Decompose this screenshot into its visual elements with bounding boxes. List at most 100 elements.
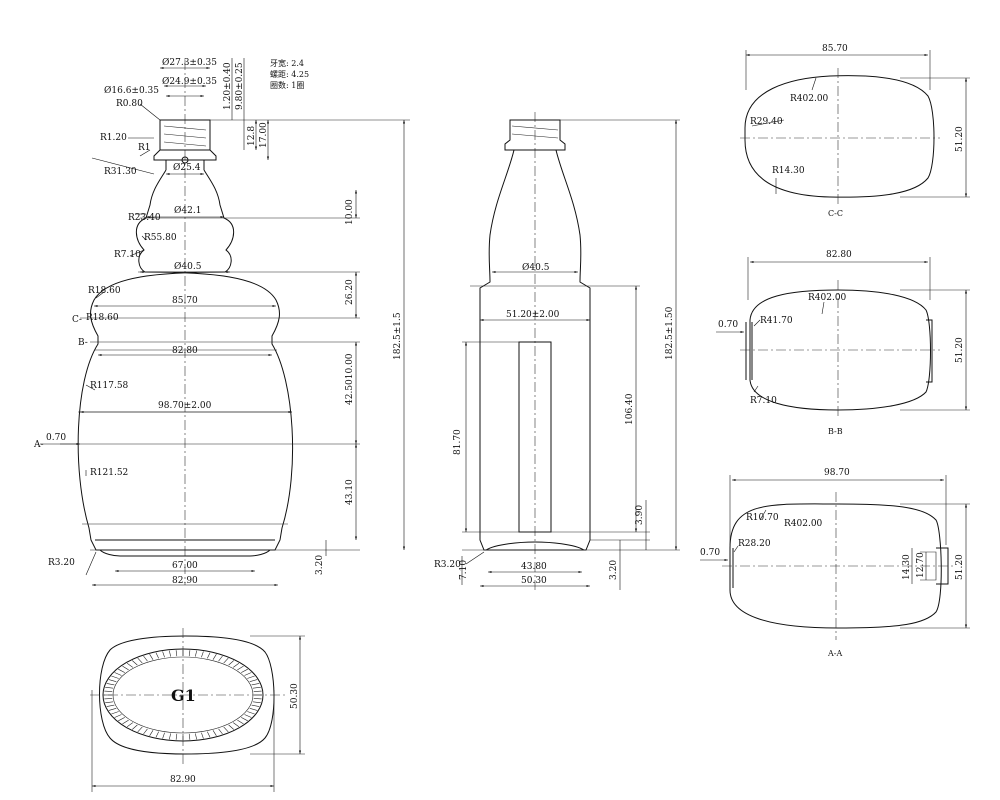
aa-s1: 14.30 bbox=[902, 554, 912, 580]
knurl-tick bbox=[188, 733, 191, 740]
d-bore: Ø16.6±0.35 bbox=[104, 85, 159, 96]
section-bb bbox=[716, 257, 970, 418]
cc-r3: R14.30 bbox=[772, 166, 805, 176]
base-knurling bbox=[104, 650, 262, 740]
knurl-tick bbox=[244, 672, 252, 676]
side-h-710: 7.10 bbox=[459, 560, 469, 580]
dim-10: 10.00 bbox=[345, 199, 355, 225]
sec-c-label: C- bbox=[72, 315, 82, 325]
knurl-tick bbox=[249, 679, 258, 682]
knurl-tick bbox=[118, 717, 125, 722]
knurl-tick bbox=[155, 731, 159, 738]
aa-h: 51.20 bbox=[955, 554, 965, 580]
aa-s2: 12.70 bbox=[916, 552, 926, 578]
r-middle: R55.80 bbox=[144, 233, 177, 243]
knurl-tick bbox=[237, 719, 244, 725]
bb-h: 51.20 bbox=[955, 337, 965, 363]
knurl-tick bbox=[212, 730, 217, 736]
front-view-labels: Ø27.3±0.35 Ø24.9±0.35 Ø16.6±0.35 R0.80 R… bbox=[33, 57, 403, 586]
bb-w: 82.80 bbox=[826, 250, 852, 260]
knurl-tick bbox=[108, 708, 117, 711]
dim-h4: 17.00 bbox=[259, 122, 269, 148]
sec-b-label: B- bbox=[78, 338, 88, 348]
knurl-tick bbox=[218, 655, 223, 662]
knurl-tick bbox=[143, 728, 148, 735]
r-shoulder1: R18.60 bbox=[88, 286, 121, 296]
knurl-tick bbox=[105, 701, 114, 704]
bottom-view-labels: G1 50.30 82.90 bbox=[170, 683, 300, 785]
knurl-tick bbox=[114, 672, 122, 676]
knurl-tick bbox=[188, 650, 191, 657]
cc-r1: R402.00 bbox=[790, 94, 829, 104]
knurl-tick bbox=[114, 714, 122, 718]
aa-r1: R10.70 bbox=[746, 513, 779, 523]
knurl-tick bbox=[104, 698, 113, 700]
knurl-tick bbox=[149, 730, 154, 736]
bb-label: B-B bbox=[828, 427, 843, 436]
r-body-upper: R117.58 bbox=[90, 381, 129, 391]
knurl-tick bbox=[253, 690, 262, 692]
side-w-body: 51.20±2.00 bbox=[506, 310, 560, 320]
thread-spec-2: 螺距: 4.25 bbox=[270, 69, 309, 79]
aa-t: 0.70 bbox=[700, 548, 720, 558]
bottom-view bbox=[90, 628, 305, 792]
side-h-320: 3.20 bbox=[609, 560, 619, 580]
knurl-tick bbox=[251, 704, 260, 707]
knurl-tick bbox=[241, 668, 248, 673]
side-h-390: 3.90 bbox=[635, 505, 645, 525]
side-w-base: 50.30 bbox=[521, 576, 547, 586]
knurl-tick bbox=[105, 686, 114, 689]
knurl-tick bbox=[251, 683, 260, 686]
knurl-tick bbox=[143, 655, 148, 662]
bottom-mark: G1 bbox=[171, 686, 196, 705]
side-h-106: 106.40 bbox=[625, 393, 635, 425]
dim-h3: 12.8 bbox=[247, 126, 257, 146]
knurl-tick bbox=[137, 657, 143, 664]
r-shoulder-top: R31.30 bbox=[104, 167, 137, 177]
knurl-tick bbox=[253, 698, 262, 700]
knurl-tick bbox=[162, 651, 165, 658]
aa-w: 98.70 bbox=[824, 468, 850, 478]
side-r-base: R3.20 bbox=[434, 560, 461, 570]
knurl-tick bbox=[241, 717, 248, 722]
knurl-tick bbox=[223, 726, 229, 733]
w-label-top: 82.80 bbox=[172, 346, 198, 356]
knurl-tick bbox=[111, 711, 119, 715]
knurl-tick bbox=[212, 654, 217, 660]
knurl-tick bbox=[126, 722, 133, 728]
knurl-tick bbox=[108, 679, 117, 682]
knurl-tick bbox=[137, 726, 143, 733]
knurl-tick bbox=[169, 733, 171, 740]
cc-label: C-C bbox=[828, 209, 843, 218]
w-base-inner: 67.00 bbox=[172, 561, 198, 571]
knurl-tick bbox=[162, 732, 165, 739]
r-shoulder2: R18.60 bbox=[86, 313, 119, 323]
side-view bbox=[461, 112, 680, 590]
knurl-tick bbox=[195, 733, 197, 740]
knurl-tick bbox=[169, 650, 171, 657]
aa-label: A-A bbox=[827, 649, 842, 658]
r-upper: R23.40 bbox=[128, 213, 161, 223]
sec-a-label: A- bbox=[33, 440, 44, 450]
side-w-base-inner: 43.80 bbox=[521, 562, 547, 572]
r-bead: R1 bbox=[138, 143, 151, 153]
bottom-w: 82.90 bbox=[170, 775, 196, 785]
d-waist: Ø40.5 bbox=[174, 261, 202, 272]
knurl-tick bbox=[207, 731, 211, 738]
dim-320: 3.20 bbox=[315, 555, 325, 575]
r-neck-small: R7.10 bbox=[114, 250, 141, 260]
front-view bbox=[40, 58, 410, 587]
neck-d: Ø25.4 bbox=[173, 162, 201, 173]
section-aa bbox=[700, 475, 970, 640]
section-cc-labels: 85.70 51.20 R402.00 R29.40 R14.30 C-C bbox=[750, 44, 965, 218]
dim-h1: 1.20±0.40 bbox=[223, 62, 233, 110]
d-upper: Ø42.1 bbox=[174, 205, 201, 216]
dim-total: 182.5±1.5 bbox=[393, 312, 403, 360]
knurl-tick bbox=[106, 683, 115, 686]
section-aa-labels: 98.70 51.20 R10.70 R402.00 R28.20 0.70 1… bbox=[700, 468, 965, 658]
knurl-tick bbox=[252, 686, 261, 689]
dim-2620: 26.20 bbox=[345, 279, 355, 305]
d-thread-root: Ø24.9±0.35 bbox=[162, 76, 217, 87]
knurl-tick bbox=[175, 650, 178, 657]
